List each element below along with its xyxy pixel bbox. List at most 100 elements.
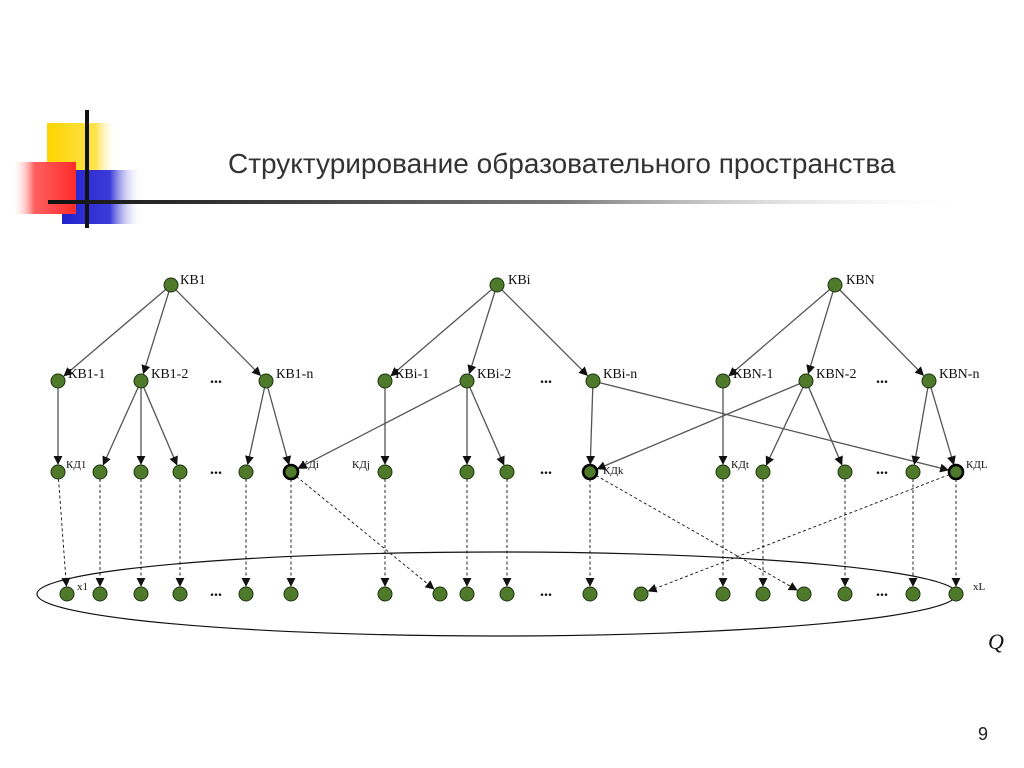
label-m5: КВi-2 — [477, 367, 511, 382]
node-e4 — [172, 586, 188, 602]
node-e12 — [633, 586, 649, 602]
edge-m3-c6 — [267, 387, 292, 466]
node-c1 — [50, 464, 66, 480]
node-e7 — [377, 586, 393, 602]
label-kdt: КДt — [731, 459, 749, 471]
node-c5 — [238, 464, 254, 480]
node-e9 — [459, 586, 475, 602]
edge-m9-c14 — [911, 387, 929, 466]
label-kdj: КДj — [352, 459, 370, 471]
node-e10 — [499, 586, 515, 602]
node-e5 — [238, 586, 254, 602]
label-kdi: КДi — [301, 459, 319, 471]
edge-m6-c10 — [586, 387, 596, 465]
node-e17 — [905, 586, 921, 602]
node-m2 — [133, 373, 149, 389]
ellipsis-1: ... — [210, 370, 222, 387]
label-m8: КВN-2 — [816, 367, 856, 382]
node-c12 — [755, 464, 771, 480]
node-m6 — [585, 373, 601, 389]
edge-r2-m5 — [467, 291, 496, 375]
ellipsis-5: ... — [540, 461, 552, 478]
label-m2: КВ1-2 — [151, 367, 188, 382]
node-e18 — [948, 586, 964, 602]
edge-r1-m1 — [63, 289, 167, 377]
node-e11 — [582, 586, 598, 602]
label-m3: КВ1-n — [276, 367, 313, 382]
label-kdl: КДL — [966, 459, 988, 471]
node-m9 — [921, 373, 937, 389]
node-m5 — [459, 373, 475, 389]
label-kd1: КД1 — [66, 459, 86, 471]
ellipsis-8: ... — [540, 583, 552, 600]
edge-c10-e15 — [595, 475, 798, 591]
node-c14 — [905, 464, 921, 480]
node-c4 — [172, 464, 188, 480]
title-decoration — [12, 110, 978, 228]
edge-m8-c13 — [808, 387, 843, 466]
node-c6 — [282, 463, 300, 481]
node-e15 — [796, 586, 812, 602]
edge-r3-m8 — [806, 291, 834, 375]
label-m6: КВi-n — [603, 367, 637, 382]
edge-r1-m2 — [141, 291, 170, 375]
node-r2 — [489, 277, 505, 293]
node-c8 — [459, 464, 475, 480]
node-m3 — [258, 373, 274, 389]
node-e16 — [837, 586, 853, 602]
edge-m8-c10 — [596, 383, 800, 470]
edge-m3-c5 — [245, 387, 266, 466]
label-m4: КВi-1 — [395, 367, 429, 382]
edge-m2-c4 — [143, 387, 178, 466]
edge-m6-c15 — [599, 382, 950, 473]
ellipsis-7: ... — [210, 583, 222, 600]
node-c13 — [837, 464, 853, 480]
node-r1 — [163, 277, 179, 293]
node-e2 — [92, 586, 108, 602]
node-e14 — [755, 586, 771, 602]
edge-r3-m7 — [728, 289, 831, 377]
edge-r2-m6 — [501, 289, 588, 376]
nodes-layer — [50, 277, 965, 602]
edge-c6-e8 — [296, 476, 435, 590]
edge-c15-e12 — [647, 474, 950, 593]
node-m7 — [715, 373, 731, 389]
node-r3 — [827, 277, 843, 293]
node-c3 — [133, 464, 149, 480]
node-e8 — [432, 586, 448, 602]
label-x1: x1 — [77, 581, 88, 593]
label-m1: КВ1-1 — [68, 367, 105, 382]
edge-m5-c9 — [469, 387, 505, 466]
label-m7: КВN-1 — [733, 367, 773, 382]
label-root-n: КВN — [846, 273, 875, 288]
node-c2 — [92, 464, 108, 480]
page-number: 9 — [978, 724, 989, 744]
edge-m2-c2 — [102, 387, 139, 466]
ellipsis-9: ... — [876, 583, 888, 600]
edges-layer — [53, 289, 961, 593]
node-m1 — [50, 373, 66, 389]
label-xl: xL — [973, 581, 986, 593]
node-e3 — [133, 586, 149, 602]
ellipsis-2: ... — [540, 370, 552, 387]
node-c15 — [947, 463, 965, 481]
label-root-1: КВ1 — [180, 273, 206, 288]
edge-r2-m4 — [390, 289, 493, 377]
edge-m8-c12 — [765, 387, 804, 466]
label-root-i: КВi — [508, 273, 531, 288]
edge-r3-m9 — [839, 289, 925, 376]
node-c10 — [581, 463, 599, 481]
ellipsis-4: ... — [210, 461, 222, 478]
node-c11 — [715, 464, 731, 480]
node-m8 — [798, 373, 814, 389]
node-e6 — [283, 586, 299, 602]
edge-c1-e1 — [58, 478, 71, 587]
label-m9: КВN-n — [939, 367, 979, 382]
ellipsis-6: ... — [876, 461, 888, 478]
set-label-q: Q — [988, 629, 1004, 654]
slide-title: Структурирование образовательного простр… — [228, 148, 896, 179]
ellipsis-3: ... — [876, 370, 888, 387]
node-e1 — [59, 586, 75, 602]
